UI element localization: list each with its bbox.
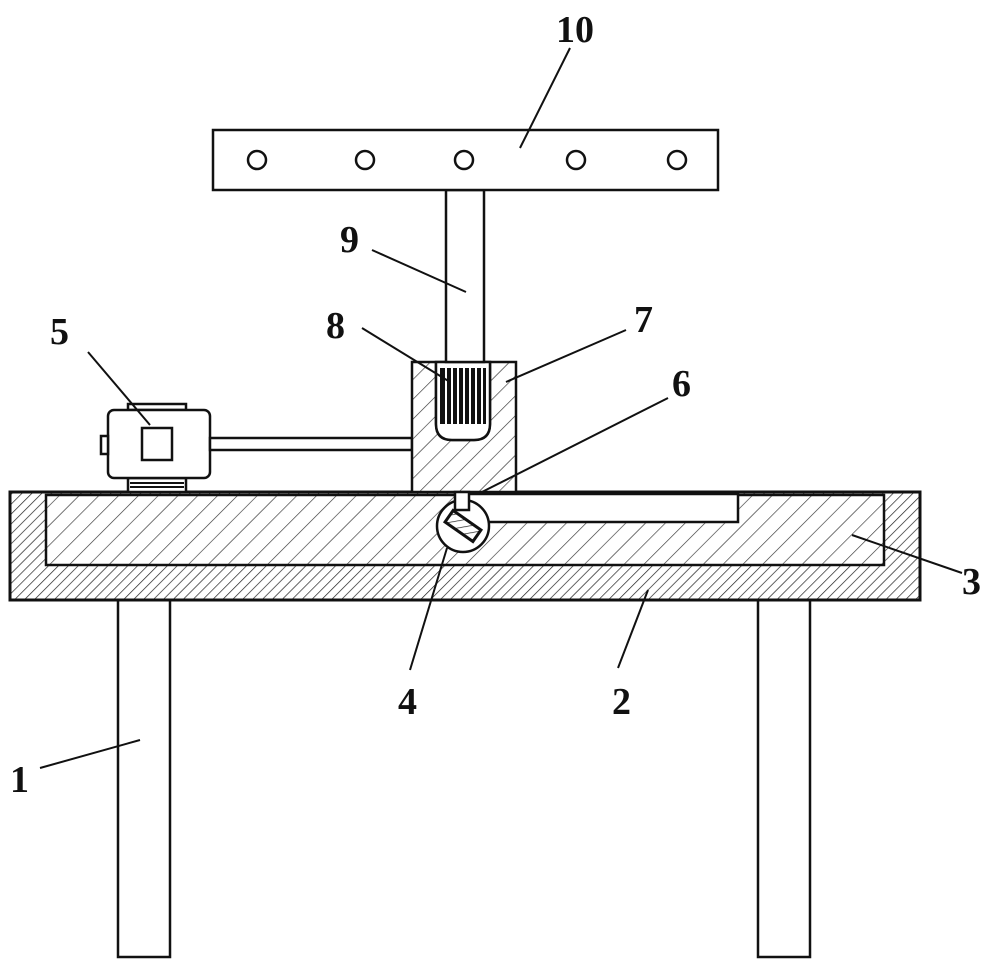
- left-leg: [116, 598, 172, 959]
- leader-8: [361, 327, 451, 383]
- motor-bottom-fins: [126, 476, 188, 494]
- leader-2: [617, 589, 649, 669]
- label-4: 4: [398, 681, 417, 723]
- leader-7: [505, 329, 627, 383]
- plate-hole: [666, 149, 688, 171]
- leader-6: [477, 397, 669, 495]
- label-8: 8: [326, 305, 345, 347]
- label-7: 7: [634, 299, 653, 341]
- motor-end-cap: [99, 434, 110, 456]
- leader-5: [87, 351, 151, 426]
- plate-hole: [453, 149, 475, 171]
- vertical-column: [444, 188, 486, 364]
- label-10: 10: [556, 9, 594, 51]
- motor-shaft: [208, 436, 414, 452]
- label-1: 1: [10, 759, 29, 801]
- label-6: 6: [672, 363, 691, 405]
- label-2: 2: [612, 681, 631, 723]
- label-5: 5: [50, 311, 69, 353]
- pivot-bar: [442, 508, 484, 544]
- label-9: 9: [340, 219, 359, 261]
- right-leg: [756, 598, 812, 959]
- leader-1: [39, 739, 141, 769]
- leader-10: [519, 47, 571, 149]
- plate-hole: [246, 149, 268, 171]
- label-3: 3: [962, 561, 981, 603]
- plate-hole: [565, 149, 587, 171]
- plate-hole: [354, 149, 376, 171]
- leader-4: [409, 547, 448, 671]
- slide-groove: [464, 492, 740, 524]
- leader-9: [371, 249, 467, 293]
- motor-terminal-box: [140, 426, 174, 462]
- leader-3: [851, 534, 963, 574]
- block-connector: [453, 490, 471, 512]
